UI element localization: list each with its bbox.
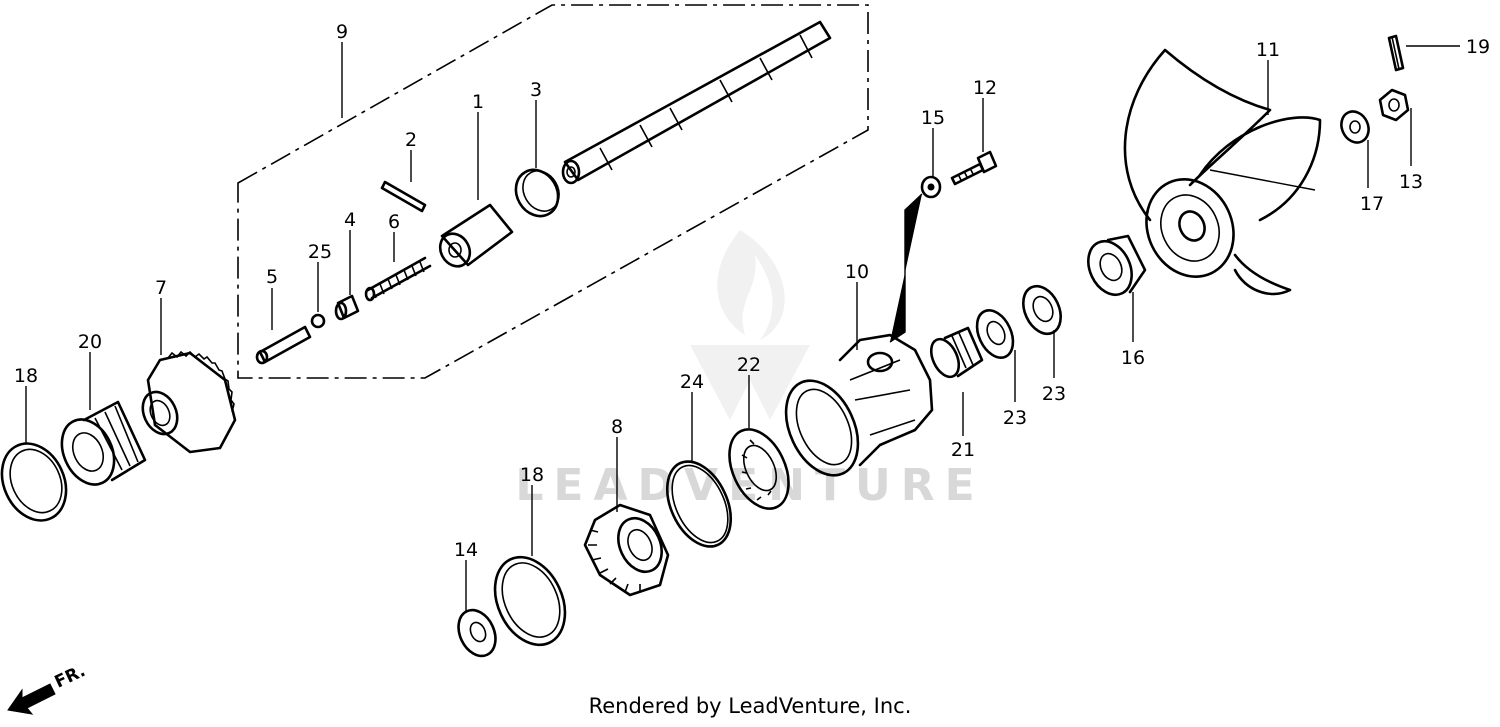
- propeller-shaft: [561, 20, 832, 185]
- thrust-washer-16: [1087, 234, 1147, 297]
- pin-5: [255, 325, 312, 365]
- washer-17: [1340, 110, 1370, 144]
- front-direction-arrow-icon: [7, 683, 56, 715]
- callout-18-center: 18: [520, 464, 544, 486]
- callout-20: 20: [78, 331, 102, 353]
- ball: [310, 313, 326, 329]
- callout-16: 16: [1121, 347, 1145, 369]
- oil-seal-23-b: [1022, 284, 1062, 336]
- callout-22: 22: [737, 354, 761, 376]
- callout-17: 17: [1360, 193, 1384, 215]
- callout-5: 5: [266, 266, 278, 288]
- castle-nut-13: [1378, 88, 1410, 122]
- shaft-assembly-box: [237, 4, 869, 379]
- tapered-bearing: [60, 400, 147, 486]
- callout-9: 9: [336, 21, 348, 43]
- washer-18-center: [493, 555, 567, 647]
- callout-13: 13: [1399, 171, 1423, 193]
- shaft-ring: [514, 168, 560, 218]
- pin-2: [380, 180, 427, 213]
- callout-21: 21: [951, 439, 975, 461]
- washer-15: [920, 175, 942, 199]
- callout-25: 25: [308, 241, 332, 263]
- leader-lines: [25, 42, 1460, 612]
- o-ring-24: [665, 460, 733, 548]
- cotter-pin-19: [1387, 34, 1405, 72]
- washer-18-left: [0, 442, 68, 522]
- callout-10: 10: [845, 261, 869, 283]
- callout-11: 11: [1256, 39, 1280, 61]
- callout-23-a: 23: [1003, 407, 1027, 429]
- direction-label: FR.: [52, 661, 89, 692]
- needle-bearing-21: [929, 326, 984, 379]
- callout-3: 3: [530, 79, 542, 101]
- callout-19: 19: [1466, 36, 1490, 58]
- propeller: [1123, 48, 1322, 296]
- shift-slider: [438, 203, 514, 268]
- spring: [364, 256, 432, 302]
- callout-15: 15: [921, 107, 945, 129]
- ball-bearing-22: [728, 428, 790, 510]
- footer-credit: Rendered by LeadVenture, Inc.: [588, 694, 912, 718]
- watermark-logo: [690, 230, 810, 420]
- pinion-gear-7: [141, 350, 237, 454]
- callout-2: 2: [405, 129, 417, 151]
- bevel-gear-8: [583, 503, 670, 597]
- callout-6: 6: [388, 211, 400, 233]
- callout-12: 12: [973, 77, 997, 99]
- callout-24: 24: [680, 371, 704, 393]
- callout-8: 8: [611, 416, 623, 438]
- shift-roller: [334, 294, 360, 321]
- callout-1: 1: [472, 91, 484, 113]
- callout-23-b: 23: [1042, 383, 1066, 405]
- oil-seal-23-a: [975, 309, 1015, 359]
- callout-7: 7: [155, 277, 167, 299]
- bolt-12: [950, 150, 998, 186]
- watermark-text: LEADVENTURE: [515, 460, 984, 511]
- callout-4: 4: [344, 209, 356, 231]
- washer-14: [457, 608, 497, 658]
- leader-15-10: [889, 193, 923, 343]
- callout-18-left: 18: [14, 365, 38, 387]
- callout-labels: 9 2 1 3 4 6 5 25 7 20 18 18 14 8 24 22 1…: [14, 21, 1490, 561]
- callout-14: 14: [454, 539, 478, 561]
- gear-case-holder: [784, 333, 934, 477]
